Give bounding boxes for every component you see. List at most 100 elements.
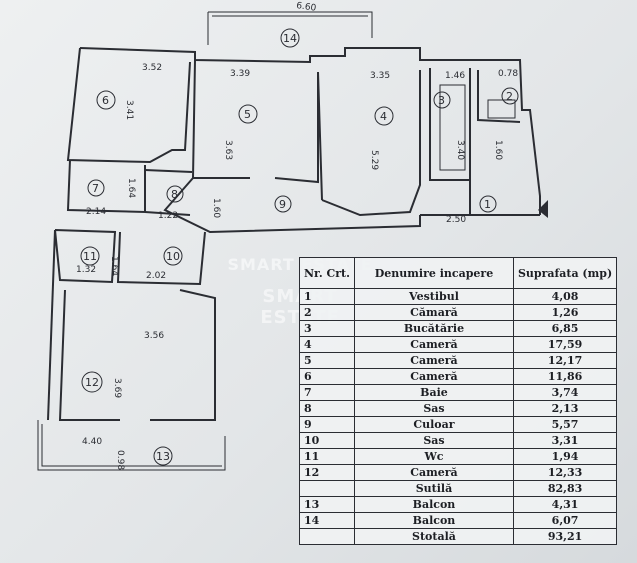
cell-name: Cameră <box>353 368 514 385</box>
cell-area: 6,07 <box>512 512 618 529</box>
cell-name: Cameră <box>353 352 514 369</box>
dim-room8-width: 1.22 <box>158 211 178 221</box>
room-4-walls <box>317 70 421 217</box>
room-marker-4-circle <box>374 106 394 126</box>
balcony-13-outline <box>37 420 226 471</box>
dim-room3-width: 1.46 <box>445 71 465 81</box>
dim-room6-width: 3.52 <box>142 63 162 73</box>
room-5-walls <box>191 59 319 184</box>
room-10-walls <box>116 231 206 286</box>
cell-area: 82,83 <box>512 480 618 497</box>
cell-name: Balcon <box>353 512 514 529</box>
cell-nr: 9 <box>299 416 355 433</box>
room-3-walls <box>429 68 471 181</box>
dim-balcony13-width: 4.40 <box>82 437 102 447</box>
cell-name: Baie <box>353 384 514 401</box>
dim-balcony13-depth: 0.98 <box>115 450 125 470</box>
room-marker-12: 12 <box>85 376 99 389</box>
cell-name: Cameră <box>353 464 514 481</box>
outer-wall-left <box>47 229 56 421</box>
cell-name: Bucătărie <box>353 320 514 337</box>
room-marker-12-circle <box>81 371 103 393</box>
cell-area: 93,21 <box>512 528 618 545</box>
room-12-walls <box>58 289 216 421</box>
cell-name: Cameră <box>353 336 514 353</box>
cell-nr: 1 <box>299 288 355 305</box>
room-marker-14-circle <box>280 28 300 48</box>
room-marker-3-circle <box>433 91 451 109</box>
cell-area: 4,31 <box>512 496 618 513</box>
room-marker-2: 2 <box>506 90 513 103</box>
room-marker-10: 10 <box>166 250 180 263</box>
dim-hall-depth: 1.60 <box>211 198 221 218</box>
cell-area: 1,26 <box>512 304 618 321</box>
room-markers: 1 2 3 4 5 6 7 8 9 10 11 12 13 14 <box>80 28 519 466</box>
room-marker-6: 6 <box>102 94 109 107</box>
cell-nr: 10 <box>299 432 355 449</box>
cell-name: Wc <box>353 448 514 465</box>
dim-room4-height: 5.29 <box>369 150 379 170</box>
room-marker-3: 3 <box>438 94 445 107</box>
cell-area: 3,31 <box>512 432 618 449</box>
room-marker-5: 5 <box>244 108 251 121</box>
cell-nr: 7 <box>299 384 355 401</box>
dim-room7-width: 2.14 <box>86 207 106 217</box>
room-marker-14: 14 <box>283 32 297 45</box>
outer-wall-top <box>79 47 541 215</box>
dim-room11-height: 1.64 <box>109 256 119 276</box>
cell-name: Sas <box>353 400 514 417</box>
room-2-walls <box>477 70 521 123</box>
kitchen-counter <box>439 84 466 171</box>
dim-room11-width: 1.32 <box>76 265 96 275</box>
room-marker-9-circle <box>274 195 292 213</box>
room-11-walls <box>54 229 117 284</box>
cell-area: 1,94 <box>512 448 618 465</box>
dim-room1-width: 2.50 <box>446 215 466 225</box>
room-marker-10-circle <box>163 246 183 266</box>
table-header-row: Nr. Crt. Denumire incapere Suprafata (mp… <box>299 257 618 289</box>
room-marker-11-circle <box>80 246 100 266</box>
room-marker-11: 11 <box>83 250 97 263</box>
room-marker-7-circle <box>87 179 105 197</box>
cell-name: Culoar <box>353 416 514 433</box>
cell-area: 5,57 <box>512 416 618 433</box>
dim-room2-width: 0.78 <box>498 69 518 79</box>
cell-nr: 2 <box>299 304 355 321</box>
room-marker-5-circle <box>238 104 258 124</box>
north-arrow <box>538 200 548 218</box>
room-marker-7: 7 <box>92 182 99 195</box>
header-name: Denumire incapere <box>353 257 514 289</box>
dim-room12-height: 3.69 <box>112 378 122 398</box>
area-table: Nr. Crt. Denumire incapere Suprafata (mp… <box>299 257 618 545</box>
cell-area: 12,33 <box>512 464 618 481</box>
header-nr: Nr. Crt. <box>299 257 355 289</box>
room-marker-8-circle <box>166 185 184 203</box>
cell-area: 17,59 <box>512 336 618 353</box>
cell-nr <box>299 480 355 497</box>
room-6-walls <box>66 47 191 164</box>
room-marker-6-circle <box>96 90 116 110</box>
room-1-walls <box>420 180 540 216</box>
dim-room3-height: 3.40 <box>455 140 465 160</box>
room-marker-1: 1 <box>484 198 491 211</box>
cell-name: Vestibul <box>353 288 514 305</box>
cell-name: Balcon <box>353 496 514 513</box>
dim-room5-width: 3.39 <box>230 69 250 79</box>
cell-nr: 3 <box>299 320 355 337</box>
cell-nr: 6 <box>299 368 355 385</box>
room-marker-9: 9 <box>279 198 286 211</box>
dim-room4-width: 3.35 <box>370 71 390 81</box>
